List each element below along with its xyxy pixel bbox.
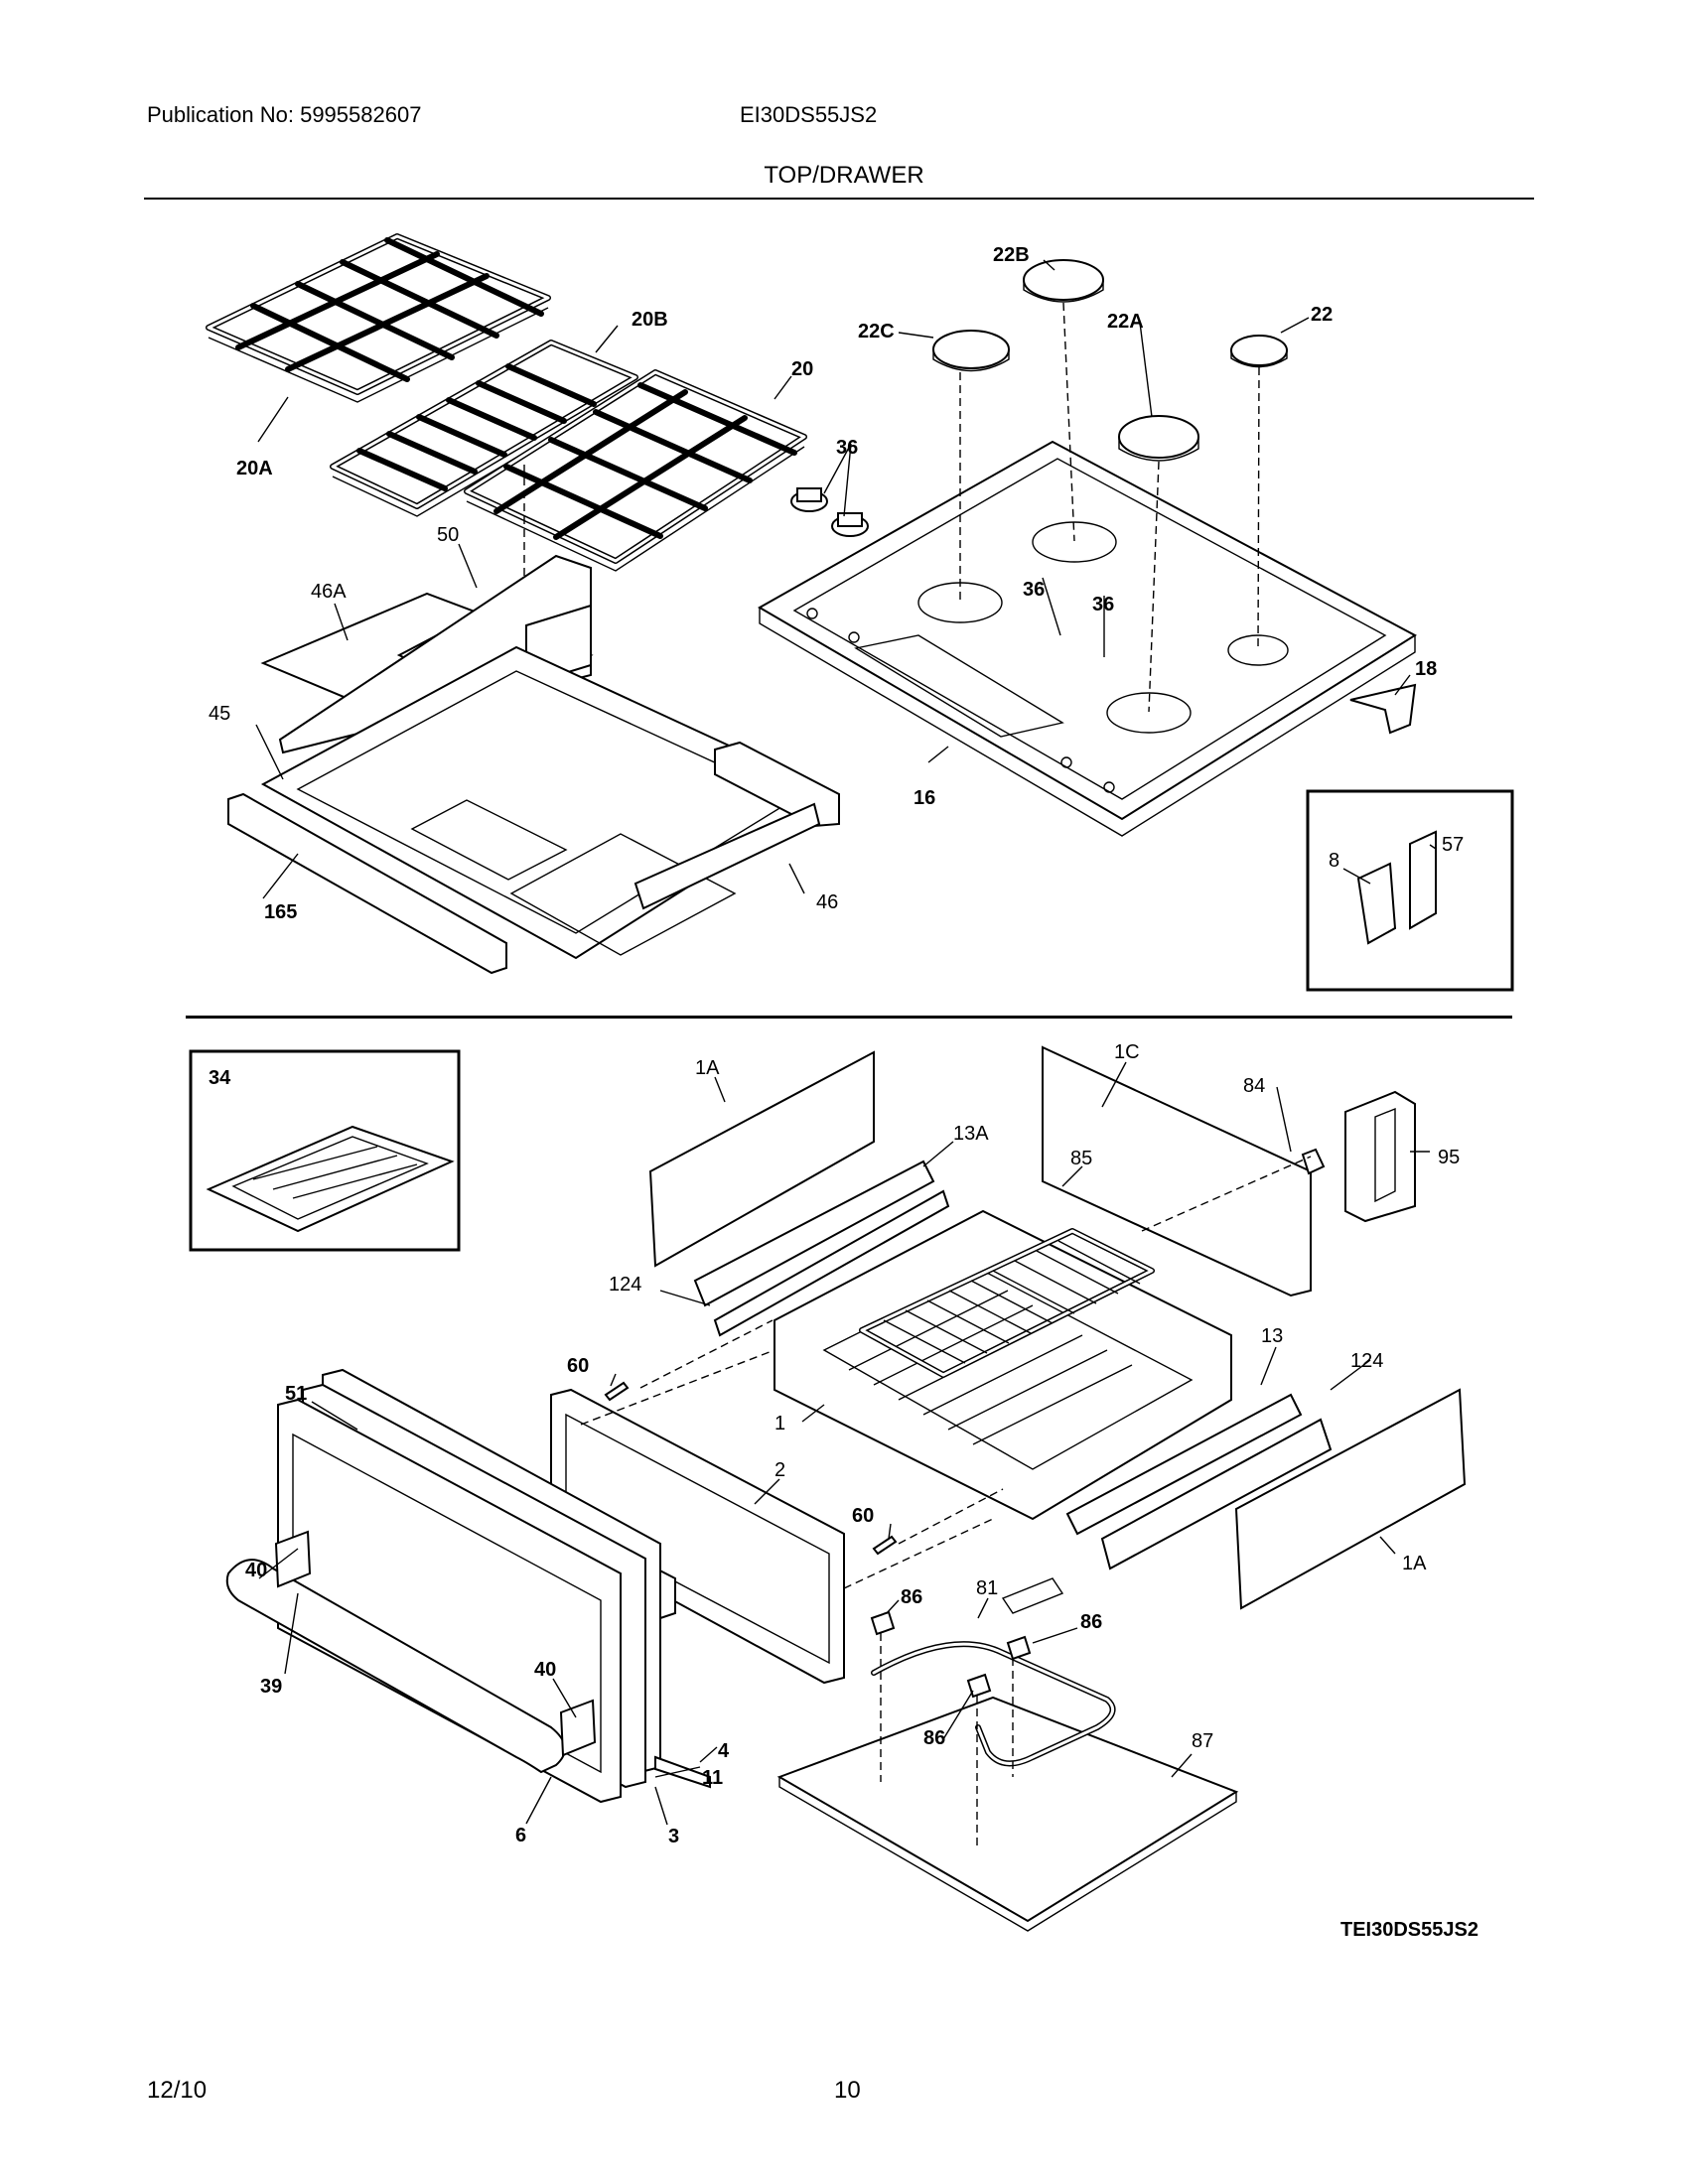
callout-86-a: 86 (901, 1586, 922, 1608)
callout-13: 13 (1261, 1325, 1283, 1347)
callout-95: 95 (1438, 1147, 1460, 1168)
drawer-rail-13 (1065, 1393, 1303, 1536)
callout-87: 87 (1192, 1730, 1213, 1752)
callout-86-c: 86 (923, 1727, 945, 1749)
callout-11: 11 (702, 1767, 723, 1789)
clip-84 (1301, 1148, 1326, 1175)
callout-57: 57 (1442, 834, 1464, 856)
callout-20a: 20A (236, 458, 273, 479)
footer-date: 12/10 (147, 2077, 208, 2104)
callout-40-top: 40 (245, 1560, 267, 1581)
callout-50: 50 (437, 524, 459, 546)
back-panel-1c (1042, 1045, 1312, 1297)
callout-51: 51 (285, 1383, 307, 1405)
callout-60-top: 60 (567, 1355, 589, 1377)
drawer-rail-124-top (713, 1189, 950, 1337)
page-title: TOP/DRAWER (764, 162, 924, 189)
drawer-front-6 (277, 1398, 622, 1804)
callout-36c: 36 (1092, 594, 1114, 615)
callout-124-top: 124 (609, 1274, 641, 1296)
callout-18: 18 (1415, 658, 1437, 680)
section-divider (186, 1016, 1512, 1019)
callout-2: 2 (774, 1459, 785, 1481)
bracket-4 (654, 1755, 711, 1789)
handle-mount-40a (274, 1530, 312, 1588)
bracket-95 (1344, 1090, 1416, 1223)
callout-4: 4 (718, 1740, 730, 1762)
callout-1: 1 (774, 1413, 785, 1434)
callout-3: 3 (668, 1826, 679, 1847)
bottom-leader-lines (580, 1156, 1312, 1846)
callout-36b: 36 (1023, 579, 1045, 601)
callout-46a: 46A (311, 581, 347, 603)
burner-caps (932, 259, 1288, 462)
callout-81: 81 (976, 1577, 998, 1599)
bracket-18 (1349, 683, 1417, 735)
callout-20b: 20B (632, 309, 668, 331)
callout-165: 165 (264, 901, 297, 923)
callout-86-b: 86 (1080, 1611, 1102, 1633)
diagram-code: TEI30DS55JS2 (1340, 1919, 1478, 1941)
screw-60a (604, 1381, 630, 1402)
header-rule (144, 198, 1534, 200)
callout-1a-bottom: 1A (1402, 1553, 1427, 1574)
inset-box-top (1306, 789, 1514, 992)
publication-number: Publication No: 5995582607 (147, 102, 422, 127)
callout-20: 20 (791, 358, 813, 380)
side-panel-1a-bottom (1234, 1388, 1467, 1610)
callout-22c: 22C (858, 321, 895, 342)
inset-box-bottom (189, 1049, 461, 1252)
grate-right (464, 369, 807, 572)
callout-16: 16 (914, 787, 935, 809)
callout-22a: 22A (1107, 311, 1144, 333)
callout-46: 46 (816, 891, 838, 913)
callout-34: 34 (209, 1067, 231, 1089)
handle-39 (225, 1559, 566, 1774)
callout-6: 6 (515, 1825, 526, 1846)
callout-84: 84 (1243, 1075, 1265, 1097)
callout-13a: 13A (953, 1123, 989, 1145)
callout-22b: 22B (993, 244, 1030, 266)
callout-8: 8 (1329, 850, 1339, 872)
drawer-rail-13a (693, 1160, 935, 1307)
drawer-rail-124-bottom (1100, 1418, 1333, 1570)
handle-mount-40b (559, 1699, 597, 1757)
callout-85: 85 (1070, 1148, 1092, 1169)
callout-60-bottom: 60 (852, 1505, 874, 1527)
drawer-bottom-87 (776, 1696, 1239, 1923)
callout-1c: 1C (1114, 1041, 1140, 1063)
side-panel-1a-top (648, 1050, 875, 1268)
model-number: EI30DS55JS2 (740, 102, 878, 127)
callout-22: 22 (1311, 304, 1333, 326)
rack-85 (859, 1228, 1155, 1378)
callout-45: 45 (209, 703, 230, 725)
callout-1a-top: 1A (695, 1057, 720, 1079)
callout-39: 39 (260, 1676, 282, 1698)
callout-124-bottom: 124 (1350, 1350, 1383, 1372)
screw-60b (872, 1535, 898, 1556)
cooktop (757, 440, 1417, 837)
callout-leaders (255, 259, 1437, 1826)
grate-left (206, 233, 551, 403)
burner-box (227, 554, 840, 975)
grate-middle (330, 340, 638, 517)
callout-36a: 36 (836, 437, 858, 459)
callout-40-bottom: 40 (534, 1659, 556, 1681)
page-number: 10 (834, 2077, 861, 2104)
